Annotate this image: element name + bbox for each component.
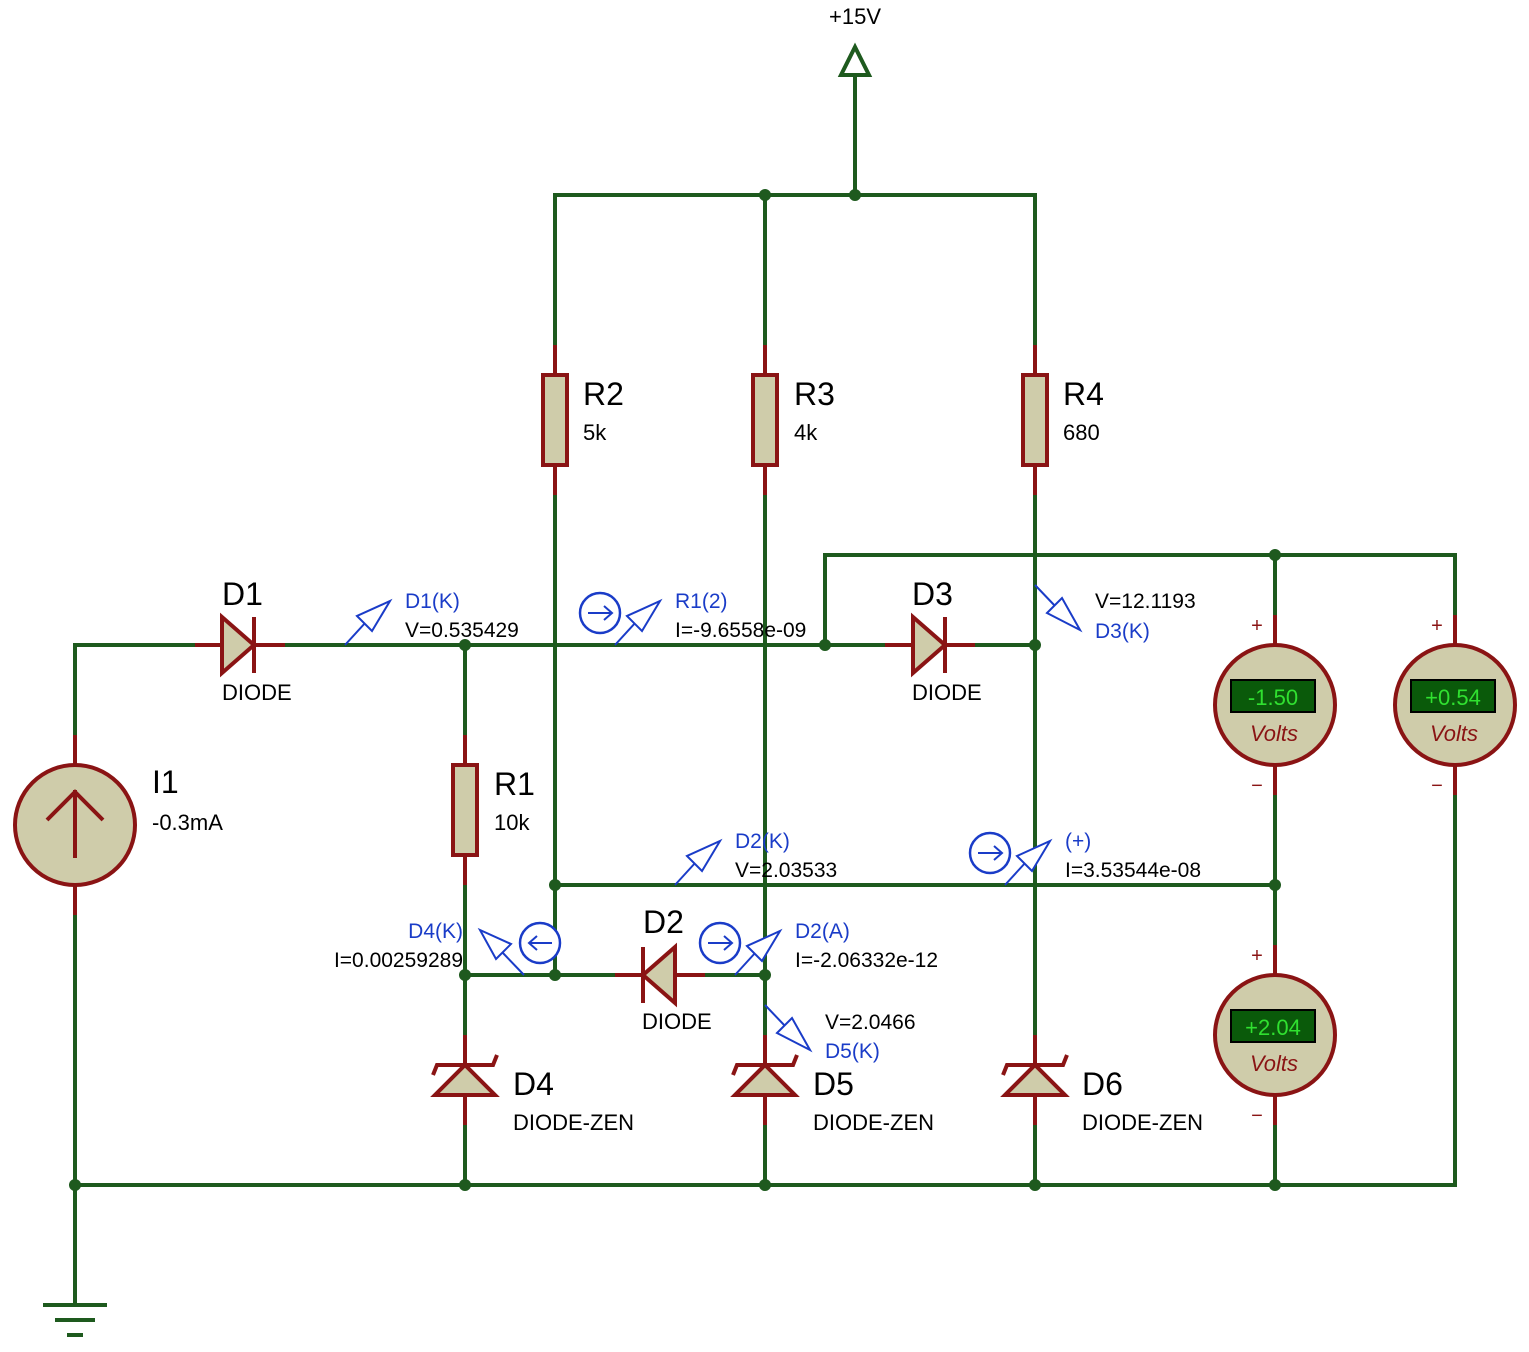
resistor-r4[interactable]: R4 680: [1021, 345, 1104, 495]
voltmeter-1-unit: Volts: [1250, 721, 1298, 746]
probe-r1-name: R1(2): [675, 590, 728, 613]
ground-symbol[interactable]: [43, 1303, 107, 1337]
i1-value: -0.3mA: [152, 810, 223, 835]
r4-value: 680: [1063, 420, 1100, 445]
probe-d5k-reading: V=2.0466: [825, 1011, 916, 1034]
voltmeter-3-minus: −: [1251, 1105, 1263, 1127]
voltmeter-1-minus: −: [1251, 775, 1263, 797]
zener-d6[interactable]: D6 DIODE-ZEN: [1000, 1035, 1203, 1135]
zener-d5[interactable]: D5 DIODE-ZEN: [730, 1035, 934, 1135]
probe-d4k-name: D4(K): [408, 920, 463, 943]
voltmeter-2-minus: −: [1431, 775, 1443, 797]
i1-ref: I1: [152, 764, 179, 800]
voltmeter-3-plus: +: [1251, 945, 1263, 967]
d2-ref: D2: [643, 904, 684, 940]
d5-ref: D5: [813, 1066, 854, 1102]
probe-d3k-reading: V=12.1193: [1095, 590, 1196, 613]
d1-value: DIODE: [222, 680, 292, 705]
probe-d1k-name: D1(K): [405, 590, 460, 613]
probe-d2a-name: D2(A): [795, 920, 850, 943]
d3-value: DIODE: [912, 680, 982, 705]
probe-d5k[interactable]: V=2.0466 D5(K): [764, 1004, 916, 1063]
d2-value: DIODE: [642, 1009, 712, 1034]
probe-d3k[interactable]: V=12.1193 D3(K): [1034, 584, 1196, 643]
r3-ref: R3: [794, 376, 835, 412]
voltmeter-3-unit: Volts: [1250, 1051, 1298, 1076]
r3-value: 4k: [794, 420, 818, 445]
resistor-r1[interactable]: R1 10k: [451, 735, 535, 885]
d3-ref: D3: [912, 576, 953, 612]
probe-d2k[interactable]: D2(K) V=2.03533: [674, 830, 837, 886]
d6-ref: D6: [1082, 1066, 1123, 1102]
probe-d2k-reading: V=2.03533: [735, 859, 837, 882]
probe-d2a-reading: I=-2.06332e-12: [795, 949, 938, 972]
r1-value: 10k: [494, 810, 530, 835]
probe-d4k-reading: I=0.00259289: [334, 949, 463, 972]
voltmeter-1[interactable]: -1.50 Volts + −: [1213, 615, 1337, 797]
wires: [73, 73, 1457, 1307]
voltmeter-3-display: +2.04: [1245, 1015, 1301, 1040]
probe-r1[interactable]: R1(2) I=-9.6558e-09: [578, 590, 806, 646]
diode-d1[interactable]: D1 DIODE: [195, 576, 292, 705]
resistor-r3[interactable]: R3 4k: [751, 345, 835, 495]
d5-value: DIODE-ZEN: [813, 1110, 934, 1135]
resistor-r2[interactable]: R2 5k: [541, 345, 624, 495]
d6-value: DIODE-ZEN: [1082, 1110, 1203, 1135]
voltmeter-2-unit: Volts: [1430, 721, 1478, 746]
r2-ref: R2: [583, 376, 624, 412]
probe-d2a[interactable]: D2(A) I=-2.06332e-12: [698, 920, 938, 976]
power-label: +15V: [829, 4, 881, 29]
diode-d2[interactable]: D2 DIODE: [615, 904, 712, 1034]
r4-ref: R4: [1063, 376, 1104, 412]
r1-ref: R1: [494, 766, 535, 802]
probe-plus-name: (+): [1065, 830, 1091, 853]
voltmeter-2-plus: +: [1431, 615, 1443, 637]
d4-ref: D4: [513, 1066, 554, 1102]
probe-plus[interactable]: (+) I=3.53544e-08: [968, 830, 1201, 886]
probe-plus-reading: I=3.53544e-08: [1065, 859, 1201, 882]
current-source-i1[interactable]: I1 -0.3mA: [13, 735, 223, 915]
voltmeter-1-plus: +: [1251, 615, 1263, 637]
d1-ref: D1: [222, 576, 263, 612]
probe-d4k[interactable]: D4(K) I=0.00259289: [334, 920, 562, 976]
probe-d1k[interactable]: D1(K) V=0.535429: [344, 590, 519, 646]
voltmeter-2-display: +0.54: [1425, 685, 1481, 710]
voltmeter-3[interactable]: +2.04 Volts + −: [1213, 945, 1337, 1127]
d4-value: DIODE-ZEN: [513, 1110, 634, 1135]
diode-d3[interactable]: D3 DIODE: [885, 576, 982, 705]
junctions: [69, 189, 1281, 1191]
probe-d1k-reading: V=0.535429: [405, 619, 519, 642]
power-terminal[interactable]: +15V: [829, 4, 881, 77]
probe-r1-reading: I=-9.6558e-09: [675, 619, 806, 642]
r2-value: 5k: [583, 420, 607, 445]
probe-d5k-name: D5(K): [825, 1040, 880, 1063]
probe-d3k-name: D3(K): [1095, 620, 1150, 643]
voltmeter-2[interactable]: +0.54 Volts + −: [1393, 615, 1517, 797]
voltmeter-1-display: -1.50: [1248, 685, 1298, 710]
zener-d4[interactable]: D4 DIODE-ZEN: [430, 1035, 634, 1135]
probe-d2k-name: D2(K): [735, 830, 790, 853]
